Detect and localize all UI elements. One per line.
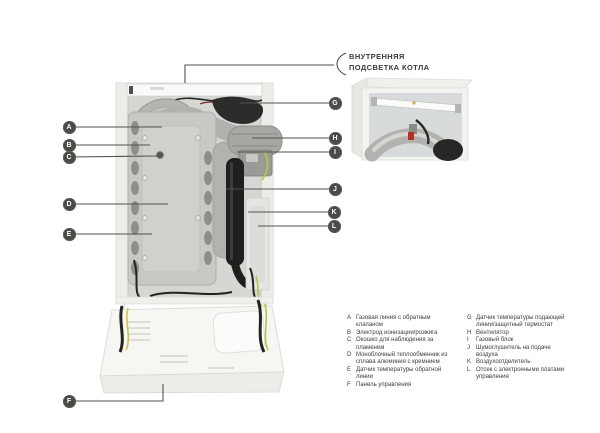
legend-item-g: G Датчик температуры подающей линии/защи… bbox=[467, 315, 573, 330]
legend-item-i: I Газовый блок bbox=[467, 337, 573, 344]
legend: A Газовая линия с обратным клапаном B Эл… bbox=[347, 315, 573, 389]
legend-column-left: A Газовая линия с обратным клапаном B Эл… bbox=[347, 315, 459, 389]
legend-text: Газовый блок bbox=[476, 337, 514, 344]
inset-dark-component bbox=[433, 139, 463, 161]
legend-text: Вентилятор bbox=[476, 329, 509, 336]
legend-item-j: J Шумоглушитель на подаче воздуха bbox=[467, 345, 573, 360]
legend-text: Воздухоотделитель bbox=[476, 359, 531, 366]
legend-text: Газовая линия с обратным клапаном bbox=[356, 315, 431, 329]
legend-item-e: E Датчик температуры обратной линии bbox=[347, 367, 459, 382]
callout-circle-l: L bbox=[327, 219, 341, 233]
callout-circle-b: B bbox=[62, 138, 76, 152]
leader-line-c bbox=[68, 155, 158, 158]
callout-circle-j: J bbox=[328, 182, 342, 196]
legend-item-k: K Воздухоотделитель bbox=[467, 359, 573, 366]
legend-letter: H bbox=[467, 329, 472, 336]
legend-text: Отсек с электронными платами управления bbox=[476, 366, 565, 381]
legend-item-c: C Окошко для наблюдения за пламенем bbox=[347, 337, 459, 352]
legend-text: Электрод ионизации/розжига bbox=[356, 329, 438, 336]
legend-text: Датчик температуры подающей линии/защитн… bbox=[476, 315, 565, 329]
light-tube bbox=[371, 97, 461, 113]
legend-letter: L bbox=[467, 366, 471, 373]
leader-line-inset bbox=[184, 64, 334, 83]
legend-text: Окошко для наблюдения за пламенем bbox=[356, 337, 434, 351]
leader-lines bbox=[68, 52, 347, 402]
legend-text: Шумоглушитель на подаче воздуха bbox=[476, 344, 551, 359]
leader-line-f bbox=[69, 384, 164, 402]
heat-exchanger-block bbox=[127, 111, 217, 286]
legend-column-right: G Датчик температуры подающей линии/защи… bbox=[467, 315, 573, 389]
legend-letter: D bbox=[347, 352, 352, 359]
legend-letter: B bbox=[347, 329, 352, 336]
inset-photo bbox=[350, 77, 473, 162]
legend-letter: A bbox=[347, 315, 352, 321]
legend-letter: C bbox=[347, 337, 352, 344]
inset-label-bracket bbox=[336, 52, 347, 76]
inset-label-line2: ПОДСВЕТКА КОТЛА bbox=[349, 63, 430, 72]
fan bbox=[227, 125, 283, 156]
legend-letter: I bbox=[467, 337, 469, 344]
legend-item-h: H Вентилятор bbox=[467, 330, 573, 337]
callout-circle-c: C bbox=[62, 150, 76, 164]
flame-window bbox=[156, 151, 164, 159]
callout-circle-a: A bbox=[62, 120, 76, 134]
legend-letter: G bbox=[467, 315, 472, 321]
legend-item-d: D Моноблочный теплообменник из сплава ал… bbox=[347, 352, 459, 367]
callout-circle-d: D bbox=[62, 197, 76, 211]
callout-circle-k: K bbox=[327, 205, 341, 219]
callout-circle-e: E bbox=[62, 227, 76, 241]
top-light-cover bbox=[126, 83, 263, 97]
boiler-case-right-wall bbox=[261, 84, 272, 302]
legend-item-b: B Электрод ионизации/розжига bbox=[347, 330, 459, 337]
inset-label-line1: ВНУТРЕННЯЯ bbox=[349, 52, 405, 61]
legend-letter: J bbox=[467, 344, 470, 351]
callout-circle-f: F bbox=[62, 394, 76, 408]
callout-circle-i: I bbox=[328, 145, 342, 159]
gas-block bbox=[238, 149, 273, 181]
control-panel bbox=[99, 299, 285, 394]
inset-label: ВНУТРЕННЯЯ ПОДСВЕТКА КОТЛА bbox=[349, 51, 429, 73]
legend-item-a: A Газовая линия с обратным клапаном bbox=[347, 315, 459, 330]
boiler-case-left-wall bbox=[117, 84, 128, 302]
legend-letter: E bbox=[347, 366, 352, 373]
legend-letter: K bbox=[467, 359, 472, 366]
inset-red-fitting bbox=[408, 132, 414, 140]
legend-item-f: F Панель управления bbox=[347, 382, 459, 389]
legend-item-l: L Отсек с электронными платами управлени… bbox=[467, 367, 573, 382]
callout-circle-g: G bbox=[328, 96, 342, 110]
legend-text: Датчик температуры обратной линии bbox=[356, 366, 442, 381]
legend-letter: F bbox=[347, 381, 351, 388]
boiler-photo bbox=[99, 82, 285, 394]
legend-text: Панель управления bbox=[356, 381, 412, 388]
legend-text: Моноблочный теплообменник из сплава алюм… bbox=[356, 352, 448, 366]
callout-circle-h: H bbox=[328, 131, 342, 145]
